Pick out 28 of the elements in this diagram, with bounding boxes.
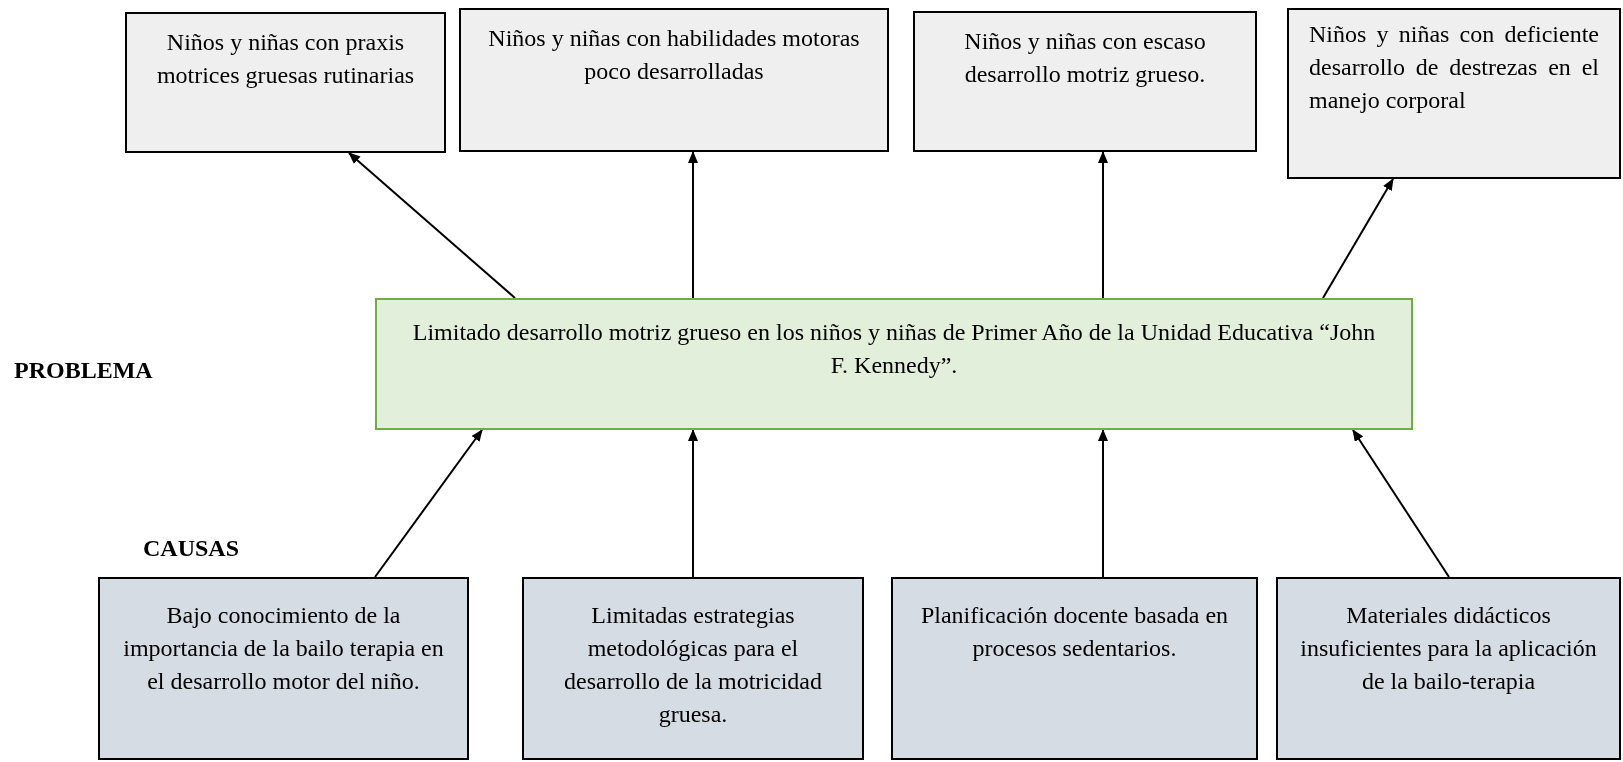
box-text: Materiales didácticos insuficientes para la aplicación de la bailo-terapia xyxy=(1299,601,1598,696)
arrow xyxy=(688,151,698,299)
box-text: Niños y niñas con deficiente desarrollo de destrezas en el manejo corporal xyxy=(1309,20,1599,115)
box-text: Bajo conocimiento de la importancia de la bailo terapia en el desarrollo motor del niño. xyxy=(122,601,445,696)
arrow xyxy=(688,429,698,578)
effect-box xyxy=(125,12,446,153)
arrow xyxy=(1098,429,1108,578)
box-text: Niños y niñas con praxis motrices gruesas rutinarias xyxy=(155,28,416,90)
cause-box xyxy=(522,577,864,760)
problem-box xyxy=(375,298,1413,430)
arrow xyxy=(1352,429,1450,578)
effect-box xyxy=(913,11,1257,152)
effect-box xyxy=(1287,8,1621,179)
effect-box xyxy=(459,8,889,152)
box-text: Limitado desarrollo motriz grueso en los niños y niñas de Primer Año de la Unidad Educativa “John F. Kennedy”. xyxy=(411,318,1377,380)
arrow xyxy=(348,152,516,299)
cause-box xyxy=(1276,577,1621,760)
section-label: CAUSAS xyxy=(143,534,240,563)
arrow xyxy=(374,429,483,578)
box-text: Limitadas estrategias metodológicas para el desarrollo de la motricidad gruesa. xyxy=(563,601,823,729)
cause-box xyxy=(98,577,469,760)
arrow xyxy=(1322,178,1394,299)
box-text: Niños y niñas con habilidades motoras poco desarrolladas xyxy=(487,24,861,86)
arrow xyxy=(1098,151,1108,299)
cause-box xyxy=(891,577,1258,760)
box-text: Planificación docente basada en procesos sedentarios. xyxy=(919,601,1230,663)
box-text: Niños y niñas con escaso desarrollo motriz grueso. xyxy=(963,27,1207,89)
section-label: PROBLEMA xyxy=(14,356,153,385)
